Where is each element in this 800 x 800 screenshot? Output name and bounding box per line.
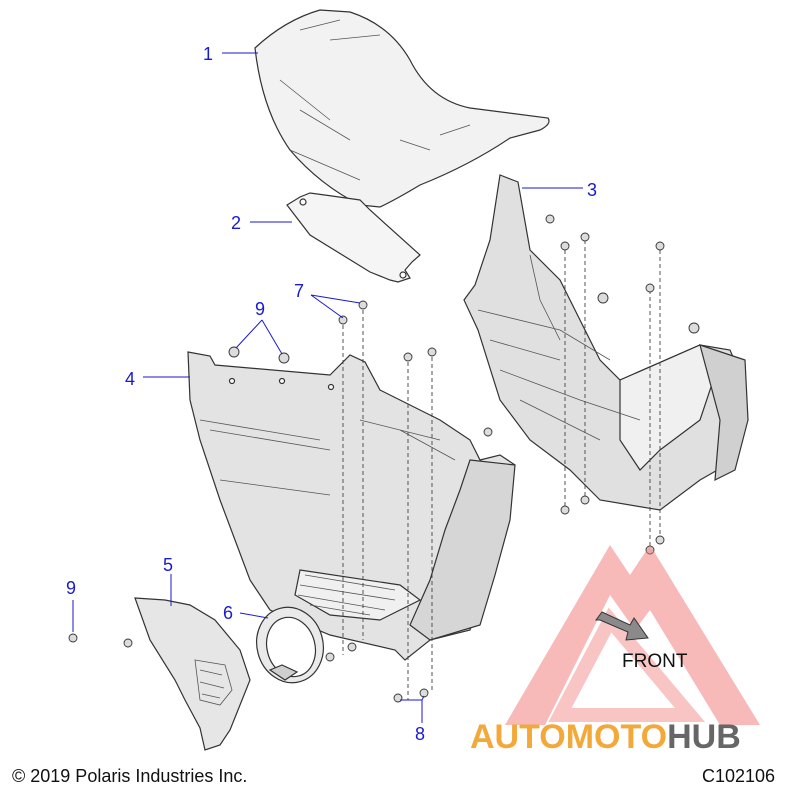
right-panel-part <box>463 174 749 511</box>
front-arrow-icon <box>595 611 649 641</box>
callout-4: 4 <box>125 369 135 389</box>
left-housing-part <box>187 351 516 661</box>
band-part <box>256 606 324 684</box>
callout-8: 8 <box>415 724 425 744</box>
diagram-code: C102106 <box>702 766 775 786</box>
fasteners <box>68 214 700 703</box>
callout-1: 1 <box>203 44 213 64</box>
plate-part <box>286 192 421 283</box>
callout-9-left: 9 <box>66 578 76 598</box>
guard-part <box>134 597 251 751</box>
seat-part <box>254 9 550 208</box>
copyright-text: © 2019 Polaris Industries Inc. <box>12 766 247 786</box>
fastener-guides <box>342 240 661 700</box>
watermark-triangle <box>505 545 760 725</box>
callout-leaders <box>72 52 583 723</box>
brand-watermark: AUTOMOTOHUB <box>470 718 741 756</box>
callout-6: 6 <box>223 603 233 623</box>
callout-9-top: 9 <box>255 299 265 319</box>
callout-5: 5 <box>163 555 173 575</box>
callout-7: 7 <box>294 281 304 301</box>
callout-2: 2 <box>231 213 241 233</box>
front-label: FRONT <box>622 651 688 672</box>
callout-3: 3 <box>587 180 597 200</box>
